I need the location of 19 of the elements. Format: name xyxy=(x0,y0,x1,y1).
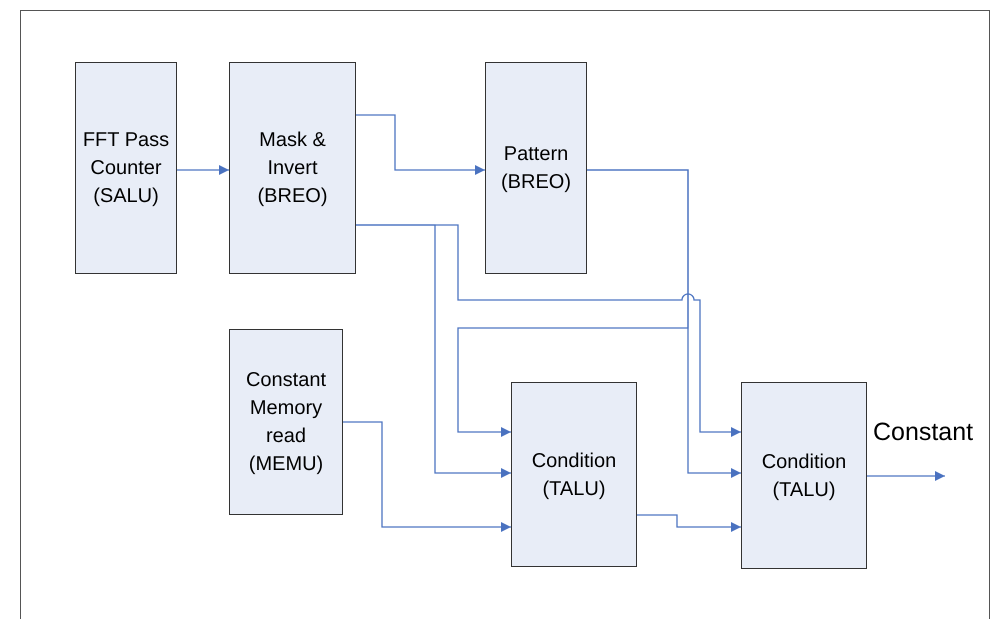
arrow xyxy=(457,169,689,437)
process-box xyxy=(511,382,637,567)
process-box xyxy=(229,62,356,274)
process-box xyxy=(229,329,343,515)
box-label: Condition (TALU) xyxy=(760,450,848,502)
arrow xyxy=(356,224,741,437)
process-box xyxy=(741,382,867,569)
arrow xyxy=(343,421,511,532)
arrow xyxy=(637,514,741,532)
arrow xyxy=(177,165,229,175)
process-box xyxy=(75,62,177,274)
box-label: FFT Pass Counter (SALU) xyxy=(82,128,170,209)
process-box xyxy=(485,62,587,274)
box-label: Mask & Invert (BREO) xyxy=(256,128,328,209)
arrow xyxy=(356,114,485,175)
box-label: Pattern (BREO) xyxy=(500,142,572,195)
arrow xyxy=(867,471,945,481)
box-label: Condition (TALU) xyxy=(530,448,618,502)
box-label: Constant Memory read (MEMU) xyxy=(244,368,328,477)
